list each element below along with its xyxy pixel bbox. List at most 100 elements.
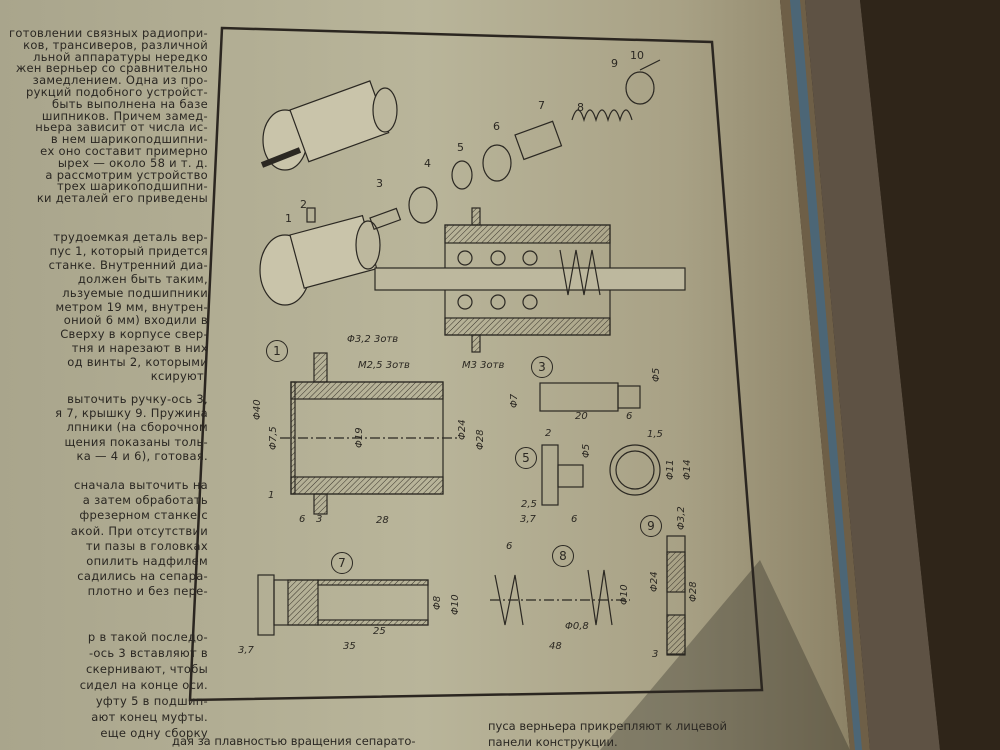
dim-label: 1,5 — [647, 429, 663, 440]
text-line: быть выполнена на базе — [51, 96, 208, 111]
dim-label: 6 — [299, 514, 306, 525]
text-line: сначала выточить на — [73, 478, 208, 492]
text-line: льной аппаратуры нередко — [33, 49, 208, 64]
bottom-text-col3-line1: пуса верньера прикрепляют к лицевой — [488, 719, 727, 733]
dim-label: 3 — [316, 514, 323, 525]
dim-label: 2,5 — [521, 499, 537, 510]
detail-label-8: 8 — [552, 545, 574, 567]
dim-label: Φ11 — [665, 459, 676, 480]
dim-label: M3 3отв — [462, 360, 505, 371]
part-number: 3 — [376, 177, 383, 190]
part-number: 5 — [457, 141, 464, 154]
text-line: -ось 3 вставляют в — [88, 646, 208, 660]
dim-label: 48 — [549, 641, 562, 652]
dim-label: Φ40 — [252, 399, 263, 420]
dim-label: Φ3,2 3отв — [347, 334, 399, 345]
text-line: ех оно составит примерно — [40, 144, 208, 158]
part-number: 4 — [424, 157, 431, 170]
detail-label-7: 7 — [331, 552, 353, 574]
text-line: ки деталей его приведены — [36, 191, 208, 206]
text-line: садились на сепара- — [77, 569, 208, 584]
text-line: ониой 6 мм) входили в — [63, 313, 208, 328]
text-line: жен верньер со сравнительно — [15, 61, 208, 76]
dim-label: 6 — [571, 514, 578, 525]
dim-label: M2,5 3отв — [358, 360, 410, 371]
dim-label: Φ24 — [649, 571, 660, 592]
text-line: а рассмотрим устройство — [45, 167, 208, 182]
dim-label: 6 — [506, 541, 513, 552]
text-line: ньера зависит от числа ис- — [35, 120, 208, 135]
dim-label: Φ3,2 — [676, 506, 687, 530]
dim-label: 3,7 — [520, 514, 536, 525]
dim-label: Φ10 — [619, 584, 630, 605]
text-line: шипников. Причем замед- — [41, 108, 208, 123]
detail-label-3: 3 — [531, 356, 553, 378]
text-line: трудоемкая деталь вер- — [53, 230, 208, 244]
bottom-text-col3-line2: панели конструкции. — [488, 735, 618, 749]
dim-label: Φ28 — [475, 429, 486, 450]
text-line: акой. При отсутствии — [70, 523, 208, 538]
text-line: выточить ручку-ось 3, — [67, 392, 208, 406]
dim-label: Φ5 — [581, 443, 592, 458]
text-line: ырех — около 58 и т. д. — [57, 155, 208, 170]
text-line: тня и нарезают в них — [71, 341, 208, 356]
dim-label: Φ5 — [651, 367, 662, 382]
dim-label: 20 — [575, 411, 588, 422]
dim-label: Φ0,8 — [565, 621, 589, 632]
text-line: од винты 2, которыми — [67, 355, 208, 370]
text-line: ксируют. — [150, 369, 208, 383]
text-line: в нем шарикоподшипни- — [50, 132, 208, 147]
text-column-left: готовлении связных радиопри-ков, трансив… — [0, 0, 216, 750]
text-line: льзуемые подшипники — [62, 285, 208, 300]
part-number: 1 — [285, 212, 292, 225]
dim-label: 3,7 — [238, 645, 254, 656]
text-line: пус 1, который придется — [49, 243, 208, 258]
text-line: рукций подобного устройст- — [25, 85, 208, 99]
part-number: 9 — [611, 57, 618, 70]
detail-label-5: 5 — [515, 447, 537, 469]
part-number: 2 — [300, 198, 307, 211]
detail-label-1: 1 — [266, 340, 288, 362]
text-line: ка — 4 и 6), готовая. — [76, 448, 208, 463]
text-line: еще одну сборку — [100, 726, 208, 740]
dim-label: 1 — [268, 490, 275, 501]
dim-label: 28 — [376, 515, 389, 526]
text-line: замедлением. Одна из про- — [32, 73, 208, 88]
dim-label: 6 — [626, 411, 633, 422]
part-number: 8 — [577, 101, 584, 114]
text-line: опилить надфилем — [86, 554, 208, 568]
text-line: ти пазы в головках — [85, 538, 208, 553]
dim-label: Φ14 — [682, 459, 693, 480]
text-line: плотно и без пере- — [87, 584, 208, 599]
dim-label: 3 — [652, 649, 659, 660]
dim-label: Φ28 — [688, 581, 699, 602]
text-line: готовлении связных радиопри- — [9, 26, 208, 40]
drawing-frame — [188, 26, 764, 702]
dim-label: 25 — [373, 626, 386, 637]
bottom-text-col2: дая за плавностью вращения сепарато- — [172, 734, 416, 748]
dim-label: Φ10 — [450, 594, 461, 615]
dim-label: Φ24 — [457, 419, 468, 440]
text-line: ают конец муфты. — [91, 710, 208, 724]
part-number: 6 — [493, 120, 500, 133]
dim-label: Φ7,5 — [268, 426, 279, 450]
text-line: Сверху в корпусе свер- — [60, 327, 208, 342]
dim-label: 2 — [545, 428, 552, 439]
text-line: трех шарикоподшипни- — [56, 179, 208, 194]
text-line: р в такой последо- — [87, 630, 208, 644]
text-line: сидел на конце оси. — [79, 678, 208, 692]
text-line: а затем обработать — [82, 493, 208, 508]
text-line: должен быть таким, — [77, 271, 208, 286]
text-line: станке. Внутренний диа- — [48, 257, 208, 272]
text-line: фрезерном станке с — [79, 508, 208, 523]
text-line: я 7, крышку 9. Пружина — [55, 406, 208, 421]
dim-label: Φ8 — [432, 595, 443, 610]
text-line: уфту 5 в подшип- — [95, 694, 208, 708]
part-number: 7 — [538, 99, 545, 112]
text-line: ков, трансиверов, различной — [23, 37, 208, 52]
dim-label: 35 — [343, 641, 356, 652]
text-line: скернивают, чтобы — [86, 662, 208, 676]
text-line: лпники (на сборочном — [66, 420, 208, 435]
